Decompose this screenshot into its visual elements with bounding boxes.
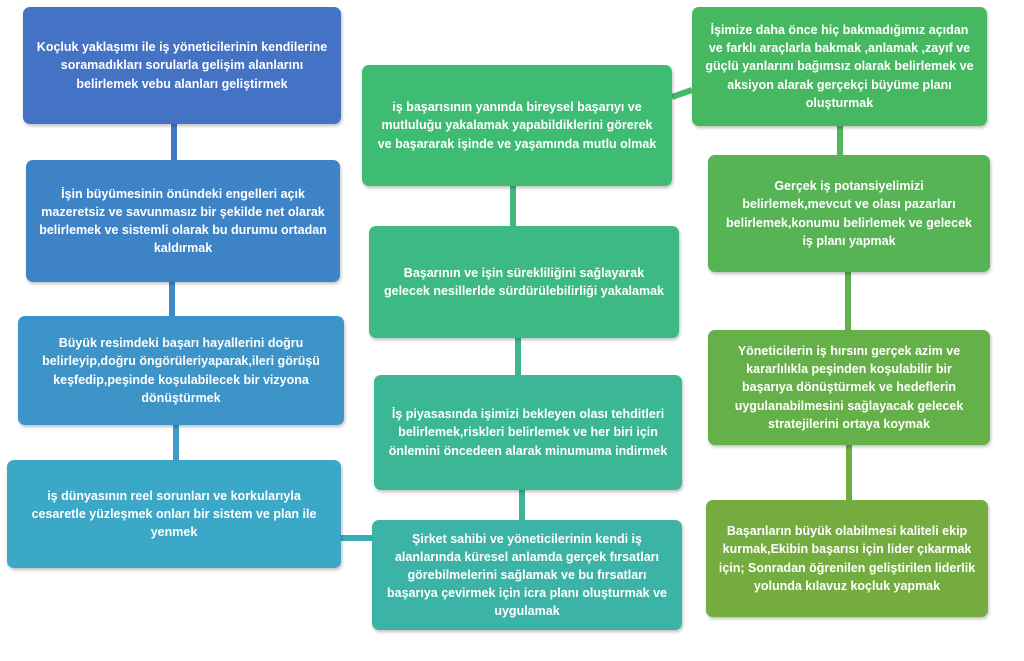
node-c6-text: İş piyasasında işimizi bekleyen olası te… <box>388 407 668 458</box>
node-c1: Koçluk yaklaşımı ile iş yöneticilerinin … <box>23 7 341 124</box>
node-c3-text: Büyük resimdeki başarı hayallerini doğru… <box>42 336 320 405</box>
node-c9-text: İşimize daha önce hiç bakmadığımız açıda… <box>705 23 974 110</box>
node-c5-text: Şirket sahibi ve yöneticilerinin kendi i… <box>386 531 667 619</box>
connector-8-9 <box>671 87 693 100</box>
node-c7-text: Başarının ve işin sürekliliğini sağlayar… <box>384 265 664 298</box>
node-c2: İşin büyümesinin önündeki engelleri açık… <box>26 160 340 282</box>
node-c10: Gerçek iş potansiyelimizi belirlemek,mev… <box>708 155 990 272</box>
node-c12-text: Başarıların büyük olabilmesi kaliteli ek… <box>718 524 976 593</box>
node-c4: iş dünyasının reel sorunları ve korkular… <box>7 460 341 568</box>
node-c6: İş piyasasında işimizi bekleyen olası te… <box>374 375 682 490</box>
node-c2-text: İşin büyümesinin önündeki engelleri açık… <box>39 186 327 256</box>
node-c10-text: Gerçek iş potansiyelimizi belirlemek,mev… <box>726 179 972 248</box>
node-c9: İşimize daha önce hiç bakmadığımız açıda… <box>692 7 987 126</box>
node-c1-text: Koçluk yaklaşımı ile iş yöneticilerinin … <box>36 40 328 91</box>
node-c8: iş başarısının yanında bireysel başarıyı… <box>362 65 672 186</box>
node-c7: Başarının ve işin sürekliliğini sağlayar… <box>369 226 679 338</box>
node-c12: Başarıların büyük olabilmesi kaliteli ek… <box>706 500 988 617</box>
node-c11-text: Yöneticilerin iş hırsını gerçek azim ve … <box>734 344 964 431</box>
node-c5: Şirket sahibi ve yöneticilerinin kendi i… <box>372 520 682 630</box>
node-c3: Büyük resimdeki başarı hayallerini doğru… <box>18 316 344 425</box>
node-c4-text: iş dünyasının reel sorunları ve korkular… <box>31 488 317 540</box>
node-c11: Yöneticilerin iş hırsını gerçek azim ve … <box>708 330 990 445</box>
node-c8-text: iş başarısının yanında bireysel başarıyı… <box>377 100 657 151</box>
